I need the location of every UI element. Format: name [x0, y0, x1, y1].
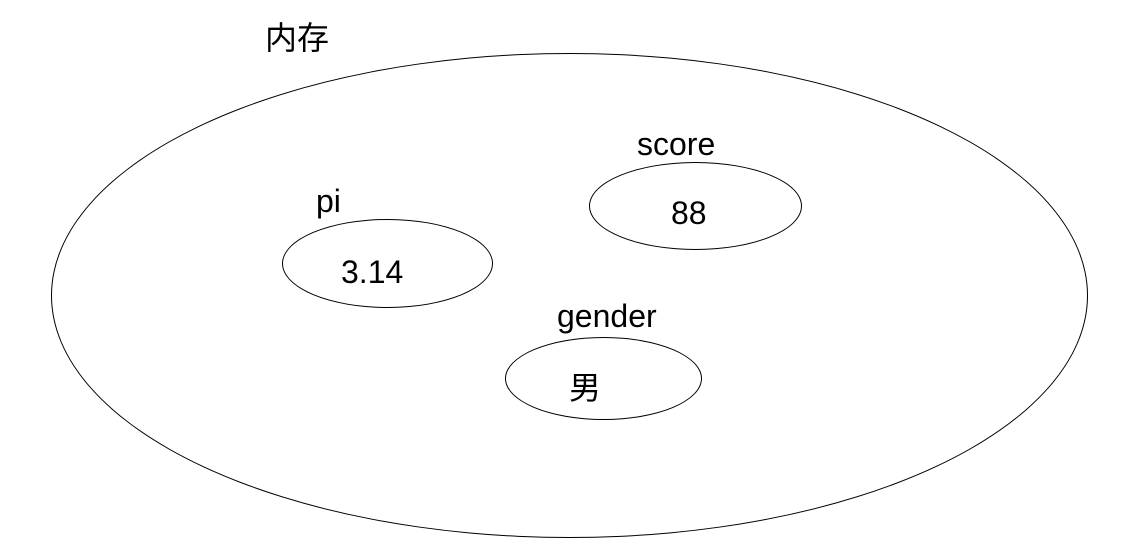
variable-name-pi: pi — [316, 183, 341, 219]
variable-ellipse-score — [589, 162, 802, 250]
variable-ellipse-gender — [505, 337, 702, 420]
variable-value-score: 88 — [671, 195, 707, 231]
variable-name-score: score — [637, 126, 716, 162]
variable-value-pi: 3.14 — [341, 254, 404, 290]
memory-ellipse — [51, 53, 1088, 538]
variable-name-gender: gender — [557, 298, 657, 334]
memory-label: 内存 — [265, 20, 330, 56]
variable-value-gender: 男 — [569, 370, 602, 406]
variable-ellipse-pi — [282, 219, 493, 308]
